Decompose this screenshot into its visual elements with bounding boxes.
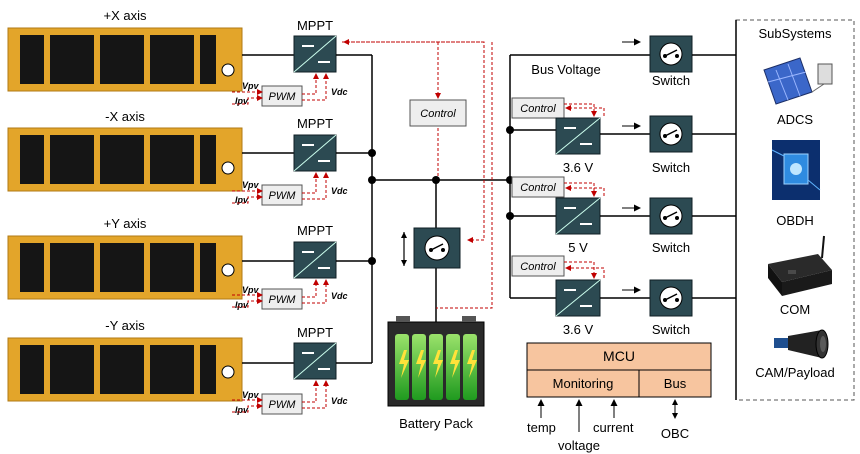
solar-panel-plus-x <box>7 27 243 92</box>
battery-pack <box>387 316 485 407</box>
input-current: current <box>593 420 634 435</box>
switch-label-1: Switch <box>652 73 690 88</box>
central-control: Control <box>342 39 493 309</box>
com-radio-icon <box>768 235 832 296</box>
vdc-label-4: Vdc <box>331 396 348 406</box>
mppt-label-2: MPPT <box>297 116 333 131</box>
ipv-label-4: Ipv <box>235 405 249 415</box>
mcu-monitoring: Monitoring <box>553 376 614 391</box>
converter-2: Control 5 V <box>511 176 650 255</box>
pwm-label-4: PWM <box>269 399 297 411</box>
subsystems-panel <box>735 19 855 401</box>
vdc-label-3: Vdc <box>331 291 348 301</box>
converter-voltage-1: 3.6 V <box>563 160 594 175</box>
obdh-chip-icon <box>771 140 821 200</box>
switch-label-4: Switch <box>652 322 690 337</box>
subsystem-obdh: OBDH <box>776 213 814 228</box>
panel-label-1: +X axis <box>104 8 147 23</box>
converter-voltage-2: 5 V <box>568 240 588 255</box>
switch-2 <box>649 115 736 153</box>
battery-label: Battery Pack <box>399 416 473 431</box>
subsystem-adcs: ADCS <box>777 112 813 127</box>
input-obc: OBC <box>661 426 689 441</box>
adcs-satellite-icon <box>763 57 833 105</box>
panel-label-2: -X axis <box>105 109 145 124</box>
battery-switch <box>401 227 461 269</box>
mppt-block-4: MPPT PWM Vpv Ipv Vdc <box>232 325 372 415</box>
vpv-label-1: Vpv <box>242 81 260 91</box>
ipv-label-3: Ipv <box>235 300 249 310</box>
subsystem-com: COM <box>780 302 810 317</box>
bus-voltage-label: Bus Voltage <box>531 62 600 77</box>
vdc-label-2: Vdc <box>331 186 348 196</box>
panel-label-4: -Y axis <box>105 318 145 333</box>
vdc-label-1: Vdc <box>331 87 348 97</box>
vpv-label-2: Vpv <box>242 180 260 190</box>
control-main-label: Control <box>420 108 456 120</box>
mppt-block-2: MPPT PWM Vpv Ipv Vdc <box>232 116 372 206</box>
converter-1: Control 3.6 V <box>511 97 650 175</box>
mppt-label-3: MPPT <box>297 223 333 238</box>
switch-label-2: Switch <box>652 160 690 175</box>
switch-label-3: Switch <box>652 240 690 255</box>
solar-panel-minus-y <box>7 337 243 402</box>
input-voltage: voltage <box>558 438 600 453</box>
switch-3 <box>649 197 736 235</box>
mppt-block-1: MPPT PWM Vpv Ipv Vdc <box>232 18 372 107</box>
panel-label-3: +Y axis <box>104 216 147 231</box>
mcu-title: MCU <box>603 348 635 364</box>
pwm-label-2: PWM <box>269 190 297 202</box>
pwm-label-3: PWM <box>269 294 297 306</box>
mppt-label-4: MPPT <box>297 325 333 340</box>
vpv-label-4: Vpv <box>242 390 260 400</box>
subsystem-cam-payload: CAM/Payload <box>755 365 834 380</box>
ipv-label-1: Ipv <box>235 96 249 106</box>
switch-4 <box>649 279 736 317</box>
converter-voltage-3: 3.6 V <box>563 322 594 337</box>
solar-panel-plus-y <box>7 235 243 300</box>
pwm-label-1: PWM <box>269 91 297 103</box>
converter-3: Control 3.6 V <box>511 255 650 337</box>
control-label-1: Control <box>520 103 556 115</box>
subsystems-title: SubSystems <box>759 26 832 41</box>
mcu-block: MCU Monitoring Bus <box>526 342 712 398</box>
mppt-block-3: MPPT PWM Vpv Ipv Vdc <box>232 223 372 310</box>
vpv-label-3: Vpv <box>242 285 260 295</box>
ipv-label-2: Ipv <box>235 195 249 205</box>
camera-payload-icon <box>774 329 829 359</box>
solar-panel-minus-x <box>7 127 243 192</box>
mcu-bus: Bus <box>664 376 687 391</box>
mppt-label-1: MPPT <box>297 18 333 33</box>
control-label-3: Control <box>520 261 556 273</box>
control-label-2: Control <box>520 182 556 194</box>
input-temp: temp <box>527 420 556 435</box>
switch-1 <box>649 35 736 73</box>
